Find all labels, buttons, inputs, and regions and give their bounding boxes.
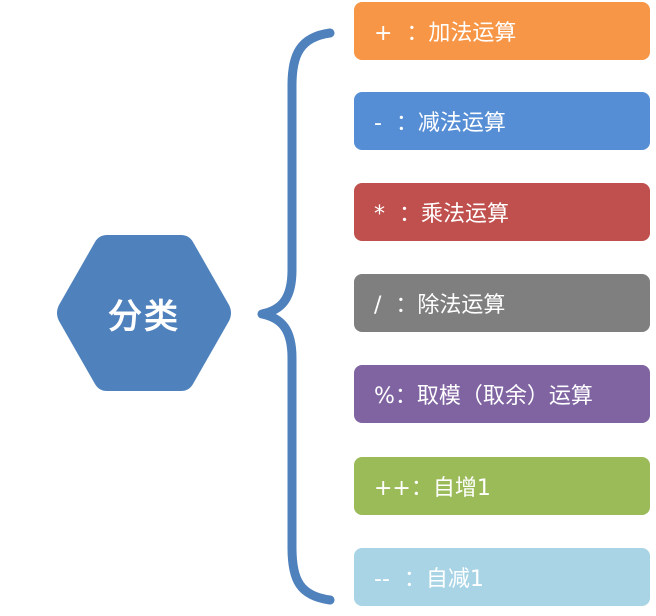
- item-division-label: / ：除法运算: [374, 293, 506, 318]
- item-decrement-label: -- ：自减1: [374, 567, 484, 592]
- item-modulo-label: %：取模（取余）运算: [374, 384, 593, 409]
- center-node: 分类: [55, 233, 233, 393]
- center-node-label: 分类: [108, 296, 180, 337]
- item-multiplication-label: * ：乘法运算: [374, 202, 509, 227]
- hexagon-shape: [57, 235, 231, 391]
- item-subtraction-label: - ：减法运算: [374, 111, 506, 136]
- item-addition: + ：加法运算: [354, 2, 650, 60]
- item-increment-label: ++：自增1: [374, 476, 491, 501]
- item-decrement: -- ：自减1: [354, 548, 650, 606]
- item-modulo: %：取模（取余）运算: [354, 365, 650, 423]
- item-division: / ：除法运算: [354, 274, 650, 332]
- item-multiplication: * ：乘法运算: [354, 183, 650, 241]
- item-addition-label: + ：加法运算: [374, 21, 517, 46]
- item-increment: ++：自增1: [354, 457, 650, 515]
- item-subtraction: - ：减法运算: [354, 92, 650, 150]
